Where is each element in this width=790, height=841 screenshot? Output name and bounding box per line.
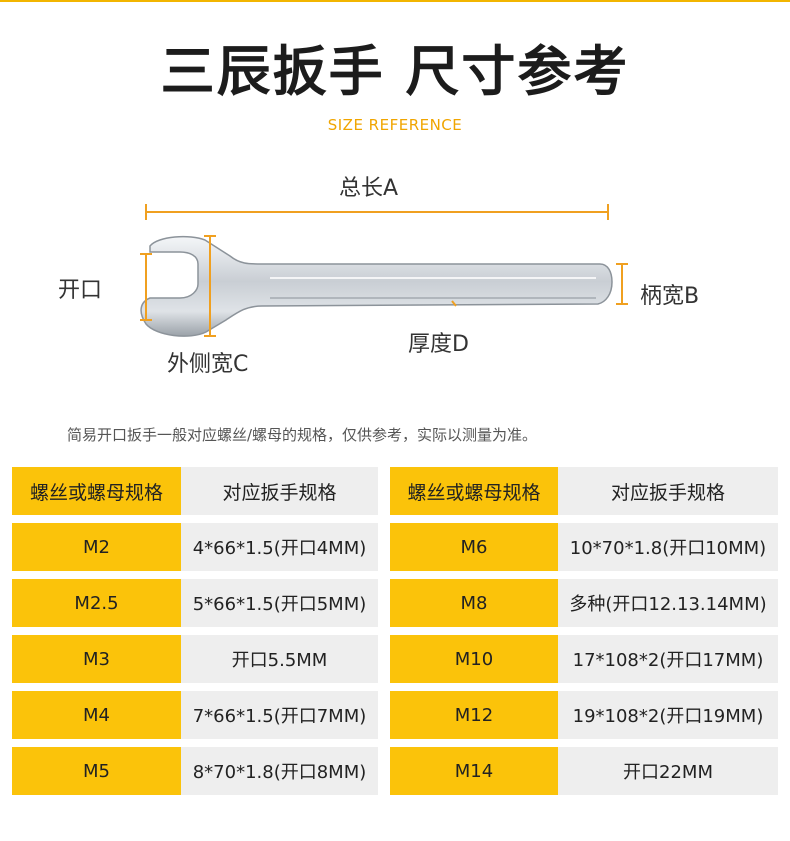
- wrench-diagram: 总长A 开口 柄宽B 厚度D 外侧宽C: [0, 160, 790, 390]
- size-table-right: 螺丝或螺母规格 对应扳手规格 M6 10*70*1.8(开口10MM) M8 多…: [390, 467, 778, 803]
- table-header-row: 螺丝或螺母规格 对应扳手规格: [390, 467, 778, 515]
- header-wrench-spec: 对应扳手规格: [558, 467, 778, 515]
- header-thread-spec: 螺丝或螺母规格: [390, 467, 558, 515]
- wrench-spec-cell: 多种(开口12.13.14MM): [558, 579, 778, 627]
- table-row: M3 开口5.5MM: [12, 635, 378, 683]
- table-row: M12 19*108*2(开口19MM): [390, 691, 778, 739]
- header-thread-spec: 螺丝或螺母规格: [12, 467, 181, 515]
- table-row: M2 4*66*1.5(开口4MM): [12, 523, 378, 571]
- thread-spec-cell: M6: [390, 523, 558, 571]
- thread-spec-cell: M10: [390, 635, 558, 683]
- wrench-spec-cell: 8*70*1.8(开口8MM): [181, 747, 378, 795]
- wrench-body: [140, 235, 613, 337]
- top-accent-rule: [0, 0, 790, 2]
- wrench-spec-cell: 7*66*1.5(开口7MM): [181, 691, 378, 739]
- wrench-spec-cell: 17*108*2(开口17MM): [558, 635, 778, 683]
- wrench-spec-cell: 4*66*1.5(开口4MM): [181, 523, 378, 571]
- thread-spec-cell: M8: [390, 579, 558, 627]
- thread-spec-cell: M12: [390, 691, 558, 739]
- reference-note: 简易开口扳手一般对应螺丝/螺母的规格，仅供参考，实际以测量为准。: [67, 426, 538, 444]
- outer-width-label: 外侧宽C: [167, 352, 249, 377]
- table-row: M10 17*108*2(开口17MM): [390, 635, 778, 683]
- table-row: M5 8*70*1.8(开口8MM): [12, 747, 378, 795]
- handle-width-dimension: [616, 263, 628, 305]
- page-title: 三辰扳手 尺寸参考: [160, 40, 630, 103]
- wrench-spec-cell: 5*66*1.5(开口5MM): [181, 579, 378, 627]
- wrench-spec-cell: 19*108*2(开口19MM): [558, 691, 778, 739]
- table-row: M2.5 5*66*1.5(开口5MM): [12, 579, 378, 627]
- wrench-spec-cell: 开口22MM: [558, 747, 778, 795]
- table-row: M14 开口22MM: [390, 747, 778, 795]
- outer-width-dimension: [204, 235, 216, 337]
- opening-dimension: [140, 253, 152, 321]
- thickness-label: 厚度D: [408, 332, 469, 357]
- thread-spec-cell: M3: [12, 635, 181, 683]
- thickness-marker: [451, 300, 457, 307]
- opening-label: 开口: [58, 278, 103, 303]
- table-header-row: 螺丝或螺母规格 对应扳手规格: [12, 467, 378, 515]
- table-row: M8 多种(开口12.13.14MM): [390, 579, 778, 627]
- page-subtitle: SIZE REFERENCE: [327, 116, 463, 134]
- wrench-spec-cell: 10*70*1.8(开口10MM): [558, 523, 778, 571]
- thread-spec-cell: M4: [12, 691, 181, 739]
- wrench-illustration: [140, 204, 628, 337]
- wrench-spec-cell: 开口5.5MM: [181, 635, 378, 683]
- total-length-dimension: [145, 204, 609, 220]
- size-table-left: 螺丝或螺母规格 对应扳手规格 M2 4*66*1.5(开口4MM) M2.5 5…: [12, 467, 378, 803]
- thread-spec-cell: M14: [390, 747, 558, 795]
- header-wrench-spec: 对应扳手规格: [181, 467, 378, 515]
- table-row: M6 10*70*1.8(开口10MM): [390, 523, 778, 571]
- total-length-label: 总长A: [339, 176, 399, 201]
- thread-spec-cell: M2: [12, 523, 181, 571]
- thread-spec-cell: M5: [12, 747, 181, 795]
- table-row: M4 7*66*1.5(开口7MM): [12, 691, 378, 739]
- thread-spec-cell: M2.5: [12, 579, 181, 627]
- handle-width-label: 柄宽B: [640, 284, 700, 309]
